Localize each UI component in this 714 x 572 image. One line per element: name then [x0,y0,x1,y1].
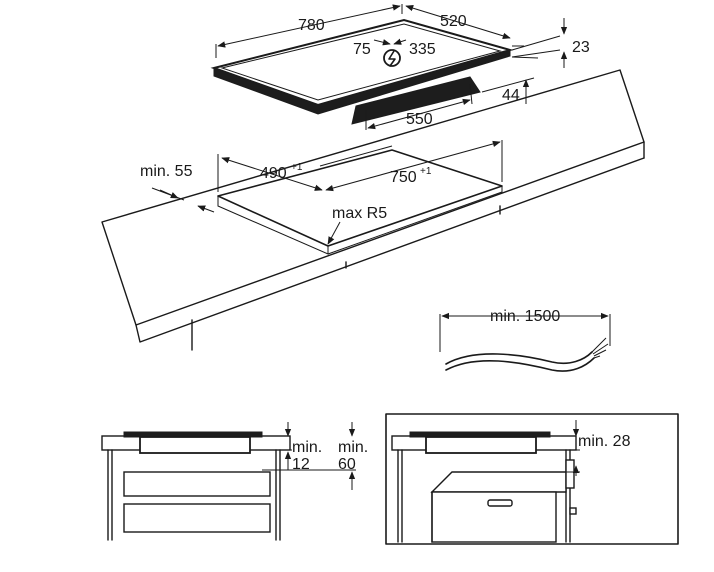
worktop-drawing: 490 +1 750 +1 max R5 min. 55 [101,69,645,351]
gap-total-value: 60 [338,456,356,473]
installation-right: min. 28 [385,413,679,545]
front-distance: min. 55 [140,163,193,180]
cutout-width-tolerance: +1 [420,166,432,177]
dim-glass-thickness: 23 [572,39,590,56]
cutout-width: 750 [390,169,417,186]
cutout-depth: 490 [260,165,287,182]
power-cable [445,351,593,365]
gap-top-value: 12 [292,456,310,473]
cable-length: min. 1500 [490,308,560,325]
dim-width-label: 780 [298,17,325,34]
cutout-radius: max R5 [332,205,387,222]
dim-offset-75: 75 [353,41,371,58]
gap-top-label: min. [292,439,322,456]
oven-gap-label: min. 28 [578,433,631,450]
installation-left: min. 12 min. 60 [101,422,368,541]
gap-total-label: min. [338,439,368,456]
power-connection-icon [383,49,401,67]
dim-depth-label: 520 [440,13,467,30]
hob-drawing: 780 520 75 335 23 44 550 [210,4,590,130]
dim-body-height: 44 [502,87,520,104]
cutout-depth-tolerance: +1 [291,162,303,173]
cable-drawing: min. 1500 [439,308,611,372]
dim-offset-335: 335 [409,41,436,58]
dim-body-width: 550 [406,111,433,128]
hob-glass-edge [213,49,511,115]
